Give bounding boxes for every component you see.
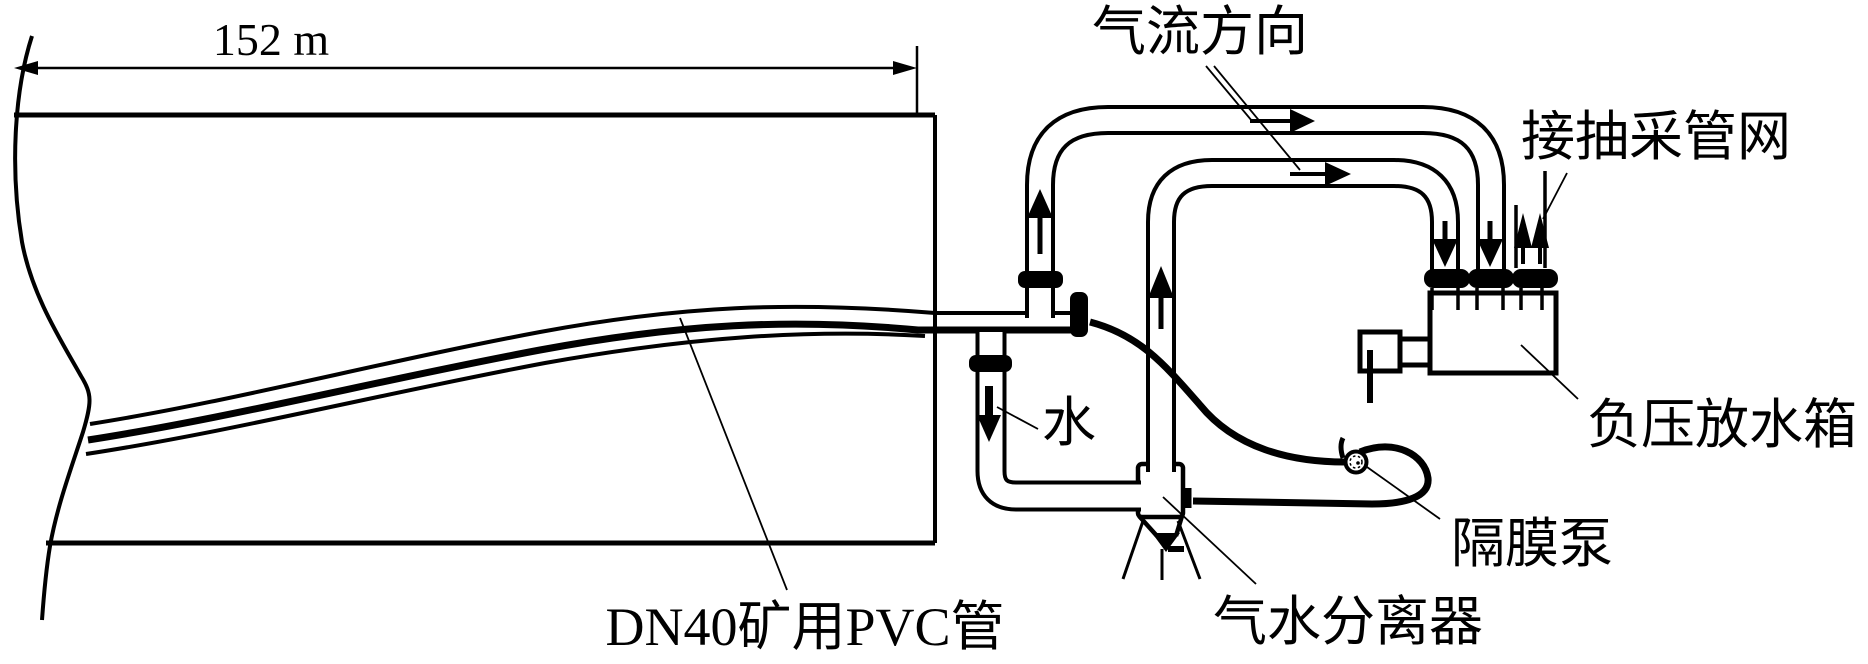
tank-inlet-down-arrow-1 (1432, 221, 1458, 267)
network-up-arrow-2 (1531, 213, 1549, 264)
drain-pipe-bore (979, 332, 1141, 508)
separator-spray-right (1176, 520, 1202, 580)
inner-u-pipe-bore (1150, 162, 1456, 472)
riser-up-arrow (1027, 189, 1053, 254)
pipe-top-line (89, 304, 1078, 426)
water-down-arrow (977, 386, 1001, 442)
leader-lines (679, 65, 1579, 591)
tank-body (1427, 290, 1559, 376)
coal-wall-outline (13, 35, 937, 621)
dimension-arrow-left (14, 61, 38, 75)
leader-pump (1366, 466, 1441, 520)
outer-u-flow-arrow (1250, 109, 1315, 133)
tank-valve-2 (1468, 269, 1514, 288)
leader-tank (1520, 344, 1579, 400)
gas-water-separator-label: 气水分离器 (1213, 592, 1483, 652)
wellhead-valve (1070, 292, 1088, 337)
flow-arrows (977, 109, 1549, 442)
pvc-pipe-bundle (85, 304, 1081, 456)
airflow-direction-label: 气流方向 (1092, 2, 1308, 62)
tank-side-box (1357, 329, 1403, 374)
dimension-label: 152 m (213, 14, 330, 65)
negative-pressure-tank-label: 负压放水箱 (1587, 395, 1857, 455)
tank-inlet-down-arrow-2 (1477, 221, 1503, 267)
inner-u-flow-arrow (1290, 162, 1351, 186)
separator-leg-up-arrow (1148, 266, 1174, 329)
negative-pressure-tank (1357, 171, 1559, 403)
dimension-line (14, 46, 919, 114)
text-labels: 152 m 气流方向 接抽采管网 负压放水箱 隔膜泵 气水分离器 水 DN40矿… (213, 2, 1857, 657)
pipe-center-thick-line (87, 320, 1081, 444)
leader-water (996, 406, 1039, 430)
leader-separator (1162, 496, 1257, 585)
wall-left-curve (13, 35, 92, 621)
pvc-pipe-label: DN40矿用PVC管 (605, 597, 1004, 657)
pipe-bottom-line (85, 331, 926, 456)
leader-airflow-1 (1205, 65, 1253, 122)
outer-u-pipe-bore (1029, 109, 1502, 318)
water-label: 水 (1042, 393, 1096, 453)
flanges-valves (969, 269, 1558, 372)
separator-spray-left (1121, 520, 1145, 580)
leader-airflow-2 (1213, 65, 1301, 171)
diaphragm-pump-center-dot (1356, 461, 1360, 465)
extraction-network-label: 接抽采管网 (1521, 107, 1791, 167)
riser-flange (1018, 271, 1063, 288)
drain-flange (969, 355, 1012, 372)
tank-valve-3 (1512, 269, 1558, 288)
diaphragm-pump-label: 隔膜泵 (1451, 514, 1613, 574)
dimension-arrow-right (893, 61, 917, 75)
network-up-arrow-1 (1514, 213, 1532, 264)
leader-network (1542, 172, 1568, 220)
hose-pump-to-separator (1192, 443, 1432, 508)
outer-u-pipe-outer (1025, 105, 1506, 318)
diaphragm-pump-body (1343, 449, 1369, 475)
separator-spout (1152, 533, 1180, 552)
pump-tail (1338, 436, 1346, 459)
tank-top-pipe-ticks (1430, 288, 1544, 310)
diaphragm-pump-inner-ring (1349, 455, 1363, 469)
inner-u-pipe-outer (1146, 158, 1460, 472)
leader-pvc-pipe (679, 317, 788, 591)
hose-wellhead-to-pump (1089, 318, 1346, 466)
tank-valve-1 (1424, 269, 1470, 288)
tank-side-duct (1397, 336, 1433, 368)
pump-and-hoses (1089, 318, 1432, 508)
